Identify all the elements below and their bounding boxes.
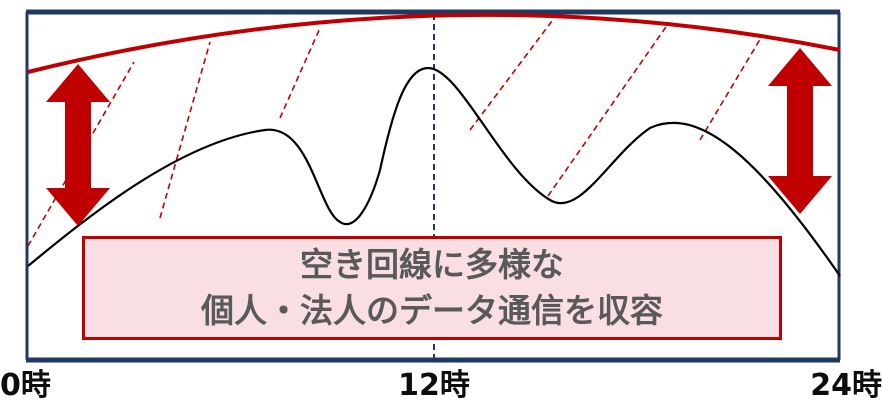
- callout-line-1: 空き回線に多様な: [300, 245, 564, 284]
- x-axis-label-0h: 0時: [0, 368, 51, 403]
- double-arrow-icon: [46, 64, 110, 226]
- double-arrow-icon: [768, 48, 832, 214]
- x-axis-label-12h: 12時: [398, 368, 470, 403]
- x-axis-label-24h: 24時: [810, 368, 882, 403]
- spare-capacity-hatching: [27, 20, 763, 247]
- callout-line-2: 個人・法人のデータ通信を収容: [201, 291, 663, 330]
- spare-capacity-callout: 空き回線に多様な 個人・法人のデータ通信を収容: [82, 236, 782, 340]
- traffic-curve: [27, 66, 841, 277]
- capacity-curve: [27, 12, 841, 74]
